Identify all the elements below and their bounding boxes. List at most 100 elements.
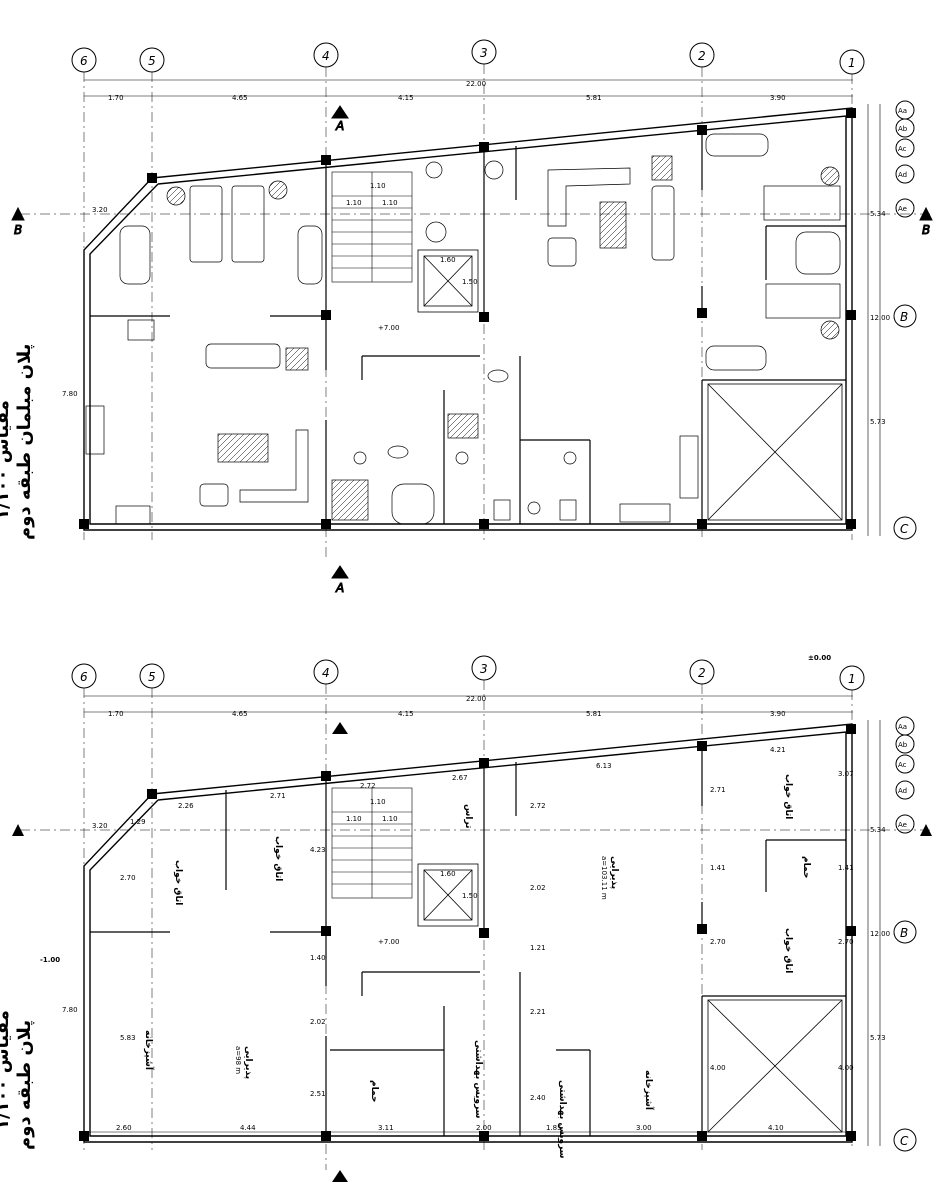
stair-dim-1: 1.10 [346, 199, 362, 207]
upper-plan-scale: مقیاس ۱/۱۰۰ [0, 400, 13, 520]
section-b-right: B [922, 223, 930, 237]
axis-c: C [900, 522, 909, 536]
dim-top-lower-3: 4.15 [398, 710, 414, 718]
dim-top-lower-5: 3.90 [770, 710, 786, 718]
inner-dim-13: 4.00 [710, 1064, 726, 1072]
axis-markers-top: 6 5 4 3 2 1 [71, 39, 865, 75]
bottom-dim-1: 2.60 [116, 1124, 132, 1132]
void-shaft-lower [707, 999, 843, 1133]
axis-markers-right: Aa Ab Ac Ad Ae B C [893, 100, 917, 540]
dim-right-lower-3: 5.73 [870, 1034, 886, 1042]
dim-right-2: 12.00 [870, 314, 890, 322]
inner-dim-15: 5.83 [120, 1034, 136, 1042]
stair-dim-lower-1: 1.10 [346, 815, 362, 823]
axis-ab: Ab [898, 125, 908, 133]
section-a-bottom: A [335, 581, 344, 595]
axis-b-lower: B [900, 926, 908, 940]
dim-top-lower-4: 5.81 [586, 710, 602, 718]
axis-ab-lower: Ab [898, 741, 908, 749]
level-zero: ±0.00 [808, 654, 831, 662]
inner-dim-4: 1.21 [530, 944, 546, 952]
outer-walls [83, 107, 853, 531]
elevator-dim-w: 1.60 [440, 256, 456, 264]
dim-top-3: 4.15 [398, 94, 414, 102]
lower-plan: 22.00 1.70 4.65 4.15 5.81 3.90 6 5 4 3 2… [0, 654, 932, 1182]
axis-4-lower: 4 [322, 666, 330, 680]
chamfer-dim-lower: 3.20 [92, 822, 108, 830]
inner-dim-14: 2.70 [120, 874, 136, 882]
dim-top-lower-1: 1.70 [108, 710, 124, 718]
dim-top-2: 4.65 [232, 94, 248, 102]
facade-dim-2: 2.71 [270, 792, 286, 800]
inner-dim-3: 2.02 [530, 884, 546, 892]
axis-3-lower: 3 [480, 662, 488, 676]
inner-dim-5: 2.21 [530, 1008, 546, 1016]
room-living-left-area: a=98 m [234, 1046, 242, 1074]
axis-5-lower: 5 [148, 670, 156, 684]
bottom-dim-4: 2.00 [476, 1124, 492, 1132]
section-markers: A A B B [11, 105, 933, 596]
facade-dim-6: 4.21 [770, 746, 786, 754]
level-mark-lower: +7.00 [378, 938, 399, 946]
dim-left: 7.80 [62, 390, 78, 398]
axis-1: 1 [848, 56, 856, 70]
axis-2-lower: 2 [698, 666, 706, 680]
dim-top-1: 1.70 [108, 94, 124, 102]
dim-top-4: 5.81 [586, 94, 602, 102]
facade-dim-1: 2.26 [178, 802, 194, 810]
level-mark: +7.00 [378, 324, 399, 332]
bottom-dimensions: 2.60 4.44 3.11 2.00 1.85 3.00 4.10 [116, 1124, 784, 1132]
inner-dim-11: 1.41 [710, 864, 726, 872]
lower-plan-scale: مقیاس ۱/۱۰۰ [0, 1010, 13, 1130]
inner-dim-8: 2.02 [310, 1018, 326, 1026]
inner-dim-9: 2.51 [310, 1090, 326, 1098]
upper-plan: 22.00 1.70 4.65 4.15 5.81 3.90 6 5 4 3 2… [0, 39, 933, 596]
axis-ad: Ad [898, 171, 907, 179]
axis-1-lower: 1 [848, 672, 856, 686]
outer-walls-lower [83, 723, 853, 1143]
bottom-dim-2: 4.44 [240, 1124, 256, 1132]
room-wc-right: سرویس بهداشتی [557, 1080, 567, 1159]
section-a-top: A [335, 119, 344, 133]
bottom-dim-5: 1.85 [546, 1124, 562, 1132]
axis-markers-top-lower: 6 5 4 3 2 1 [71, 655, 865, 691]
stair [331, 171, 413, 283]
room-bedroom-4: اتاق خواب [783, 928, 793, 973]
inner-dim-6: 2.40 [530, 1094, 546, 1102]
axis-6: 6 [80, 54, 88, 68]
axis-ae-lower: Ae [898, 821, 907, 829]
elevator-lower [417, 863, 479, 927]
stair-lower [331, 787, 413, 899]
room-kitchen-left: آشپزخانه [143, 1030, 155, 1071]
inner-dim-1: 4.23 [310, 846, 326, 854]
room-living-right: پذیرایی [609, 856, 619, 889]
dim-right-3: 5.73 [870, 418, 886, 426]
axis-c-lower: C [900, 1134, 909, 1148]
stair-dim-lower-2: 1.10 [382, 815, 398, 823]
axis-5: 5 [148, 54, 156, 68]
axis-ac: Ac [898, 145, 907, 153]
axis-ae: Ae [898, 205, 907, 213]
room-bedroom-1: اتاق خواب [173, 860, 183, 905]
chamfer-dim: 3.20 [92, 206, 108, 214]
section-b-left: B [14, 223, 22, 237]
axis-ac-lower: Ac [898, 761, 907, 769]
axis-markers-right-lower: Aa Ab Ac Ad Ae B C [893, 716, 917, 1152]
elevator-dim-lower-h: 1.50 [462, 892, 478, 900]
furniture [85, 133, 841, 525]
elevator-dim-lower-w: 1.60 [440, 870, 456, 878]
axis-aa: Aa [898, 107, 907, 115]
room-kitchen-right: آشپزخانه [643, 1070, 655, 1111]
axis-b: B [900, 310, 908, 324]
axis-2: 2 [698, 49, 706, 63]
void-shaft [707, 383, 843, 521]
facade-dim-7: 1.29 [130, 818, 146, 826]
elevator-dim-h: 1.50 [462, 278, 478, 286]
stair-dim-lower-3: 1.10 [370, 798, 386, 806]
dim-right-lower-2: 12.00 [870, 930, 890, 938]
inner-dim-7: 1.40 [310, 954, 326, 962]
lower-plan-title: پلان طبقه دوم [14, 1020, 35, 1150]
axis-3: 3 [480, 46, 488, 60]
dim-total: 22.00 [466, 80, 486, 88]
upper-plan-title: پلان مبلمان طبقه دوم [14, 344, 35, 540]
